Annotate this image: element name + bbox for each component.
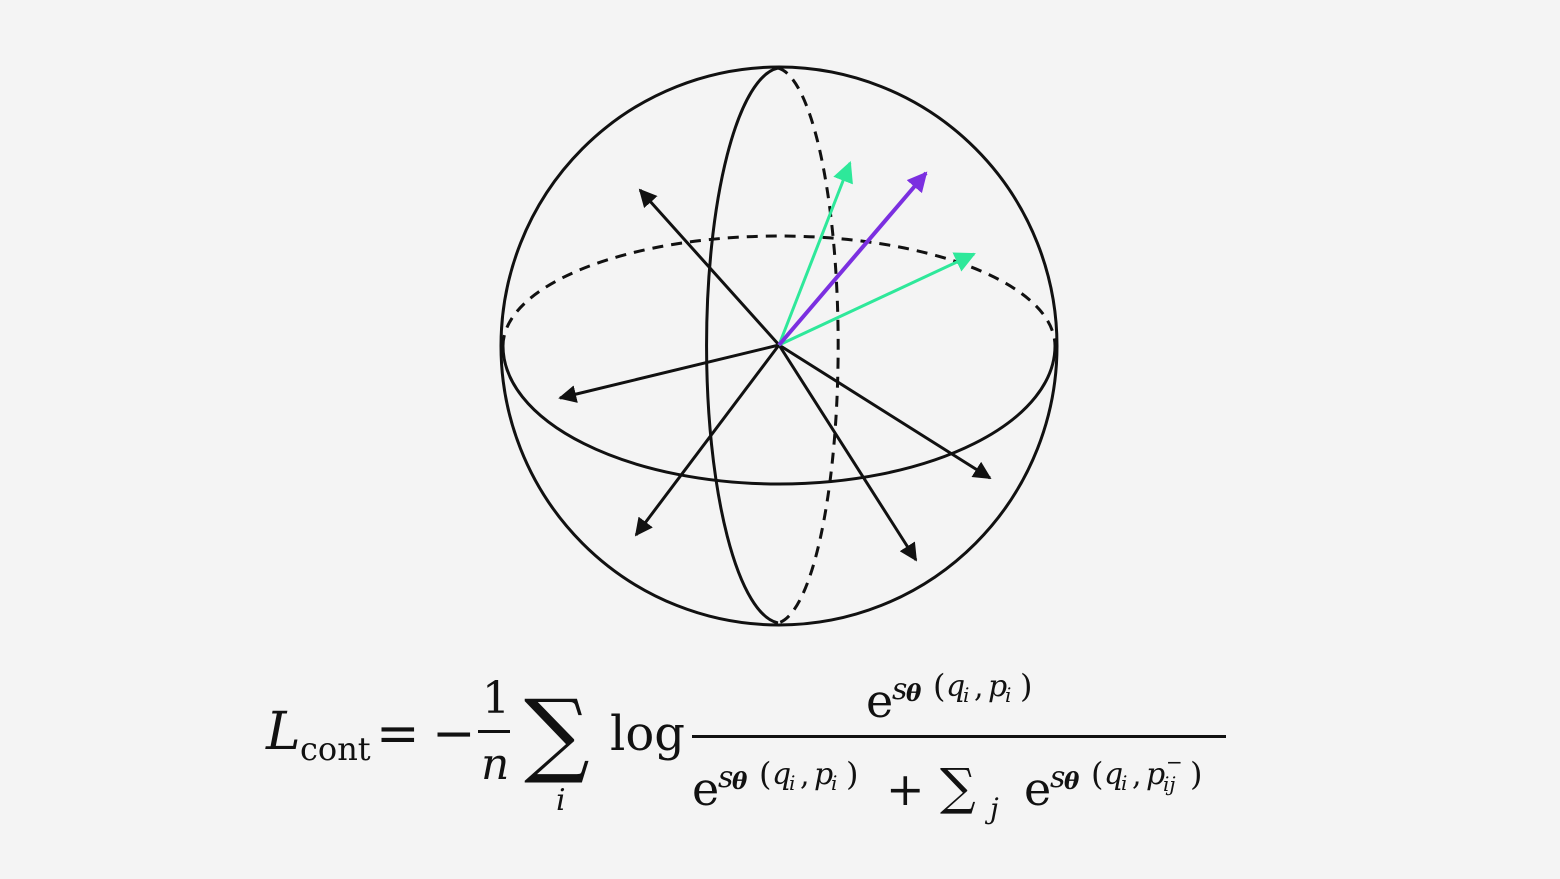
formula-lhs-subscript: cont (300, 730, 371, 768)
denominator-sim-s-1: s (718, 760, 734, 795)
numerator-sim-theta: θ (906, 680, 922, 707)
denominator-p-sub-1: i (831, 771, 838, 795)
denominator-q-1: q (772, 757, 792, 792)
denominator-p-sup-neg: − (1166, 750, 1183, 774)
formula-frac-denominator: n (481, 739, 510, 790)
denominator-comma-2: , (1132, 758, 1142, 793)
numerator-q-sub: i (963, 683, 970, 707)
denominator-p-2: p (1146, 757, 1166, 792)
meridian-front-solid (705, 66, 779, 625)
query-vector (777, 171, 928, 347)
denominator-rparen-1: ) (846, 755, 859, 793)
equator-front-solid (501, 345, 1057, 486)
denominator-comma-1: , (800, 758, 810, 793)
denominator-rparen-2: ) (1190, 755, 1203, 793)
denominator-q-2: q (1104, 757, 1124, 792)
numerator-lparen: ( (933, 667, 946, 705)
formula-lhs-symbol: L (266, 702, 301, 762)
formula-log: log (610, 706, 685, 762)
denominator-exp-base-2: e (1024, 762, 1052, 816)
negative-vector-lower-right (777, 344, 918, 562)
denominator-lparen-1: ( (759, 755, 772, 793)
formula-minus: − (432, 704, 476, 764)
numerator-p-sub: i (1005, 683, 1012, 707)
positive-vector-upper (777, 161, 853, 346)
formula-frac-numerator: 1 (482, 673, 510, 724)
formula-sum-symbol: ∑ (524, 680, 590, 787)
negative-vector-right (778, 343, 992, 480)
formula-main-fraction-bar (692, 735, 1226, 738)
denominator-sim-s-2: s (1050, 760, 1066, 795)
meridian-back-dashed (777, 66, 840, 625)
numerator-rparen: ) (1020, 667, 1033, 705)
denominator-sim-theta-2: θ (1064, 768, 1080, 795)
denominator-q-sub-1: i (789, 771, 796, 795)
positive-vector-right (778, 252, 976, 347)
numerator-sim-s: s (892, 672, 908, 707)
denominator-p-1: p (814, 757, 834, 792)
denominator-plus: + (886, 762, 925, 816)
formula-frac-bar (478, 730, 510, 733)
equator-back-dashed (501, 234, 1057, 347)
negative-vector-left (558, 343, 780, 403)
numerator-comma: , (974, 670, 984, 705)
denominator-sim-theta-1: θ (732, 768, 748, 795)
numerator-p: p (988, 669, 1008, 704)
negative-vector-lower-left (634, 344, 781, 537)
formula-sum-index: i (556, 783, 566, 818)
denominator-lparen-2: ( (1091, 755, 1104, 793)
numerator-exp-base: e (866, 674, 894, 728)
numerator-q: q (946, 669, 966, 704)
negative-vector-upper-left (638, 188, 781, 347)
denominator-exp-base-1: e (692, 762, 720, 816)
formula-equals: = (376, 704, 420, 764)
denominator-inner-sum: ∑ (940, 758, 976, 816)
denominator-q-sub-2: i (1121, 771, 1128, 795)
denominator-p-sub-ij: ij (1163, 772, 1176, 796)
denominator-inner-sum-index: j (990, 792, 999, 825)
